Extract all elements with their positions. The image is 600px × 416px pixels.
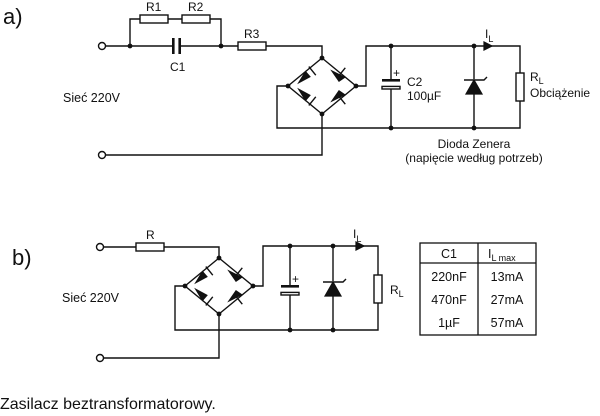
c2-value: 100µF — [407, 89, 441, 103]
junction-dot — [216, 255, 222, 261]
capacitor-current-table: C1 IL max 220nF 13mA 470nF 27mA 1µF 57mA — [419, 242, 537, 336]
bridge-rectifier-a — [286, 57, 358, 115]
zener-diode-a — [464, 78, 484, 95]
r1-label: R1 — [146, 0, 162, 14]
resistor-r1 — [139, 14, 169, 24]
zener-caption-line1: Dioda Zenera — [438, 137, 511, 151]
cap-plus-b: + — [292, 272, 299, 286]
table-cell: 1µF — [438, 316, 460, 330]
capacitor-plate-b — [280, 291, 300, 296]
rl-label-b: RL — [390, 283, 404, 299]
resistor-r3 — [237, 41, 267, 51]
table-cell: 27mA — [491, 293, 524, 307]
junction-dot — [388, 125, 394, 131]
il-label-b: IL — [353, 227, 361, 244]
mains-terminal-bottom — [97, 150, 107, 160]
junction-dot — [388, 43, 394, 49]
mains-terminal-top — [97, 41, 107, 51]
bridge-rectifier-b — [183, 257, 255, 315]
wire — [104, 246, 220, 258]
load-label: Obciążenie — [530, 86, 590, 100]
wire — [356, 45, 521, 87]
panel-b-label: b) — [12, 245, 32, 270]
mains-label-b: Sieć 220V — [62, 291, 120, 305]
wire — [104, 314, 220, 359]
capacitor-plate-b — [281, 285, 299, 288]
junction-dot — [287, 243, 293, 249]
figure-caption: Zasilacz beztransformatorowy. — [0, 396, 216, 413]
wire — [129, 18, 222, 46]
junction-dot — [319, 55, 325, 61]
r3-label: R3 — [244, 27, 260, 41]
junction-dot — [127, 43, 133, 49]
current-arrow — [483, 41, 494, 51]
zener-bar-b — [323, 278, 347, 283]
table-header-il: IL max — [488, 247, 516, 263]
capacitor-c1-plate — [178, 38, 181, 54]
wire — [253, 245, 379, 287]
capacitor-c2-plate — [382, 79, 400, 82]
table-cell: 470nF — [431, 293, 467, 307]
wire — [106, 114, 323, 156]
wire — [174, 285, 379, 331]
junction-dot — [471, 43, 477, 49]
table-cell: 57mA — [491, 316, 524, 330]
c1-label: C1 — [170, 60, 186, 74]
resistor-r2 — [181, 14, 211, 24]
resistor-r — [135, 242, 165, 252]
r2-label: R2 — [188, 0, 204, 14]
mains-label-a: Sieć 220V — [63, 91, 121, 105]
mains-terminal-top-b — [95, 242, 105, 252]
mains-terminal-bottom-b — [95, 353, 105, 363]
junction-dot — [471, 125, 477, 131]
junction-dot — [330, 243, 336, 249]
c2-plus: + — [393, 66, 400, 80]
r-label-b: R — [146, 228, 155, 242]
wire — [276, 85, 521, 129]
table-cell: 13mA — [491, 270, 524, 284]
junction-dot — [330, 327, 336, 333]
panel-a-label: a) — [3, 4, 23, 29]
table-cell: 220nF — [431, 270, 467, 284]
zener-caption-line2: (napięcie według potrzeb) — [405, 151, 542, 165]
rl-label-a: RL — [530, 70, 544, 86]
zener-bar — [464, 76, 488, 81]
capacitor-c2-plate — [381, 85, 401, 90]
load-resistor-b — [373, 274, 383, 304]
c2-label: C2 — [407, 75, 423, 89]
wire — [221, 45, 323, 58]
load-resistor-a — [515, 72, 525, 102]
capacitor-c1-plate — [172, 38, 175, 54]
il-label-a: IL — [485, 27, 493, 44]
zener-diode-b — [323, 280, 343, 297]
current-arrow-b — [355, 241, 366, 251]
junction-dot — [287, 327, 293, 333]
table-header-c1: C1 — [441, 247, 457, 261]
